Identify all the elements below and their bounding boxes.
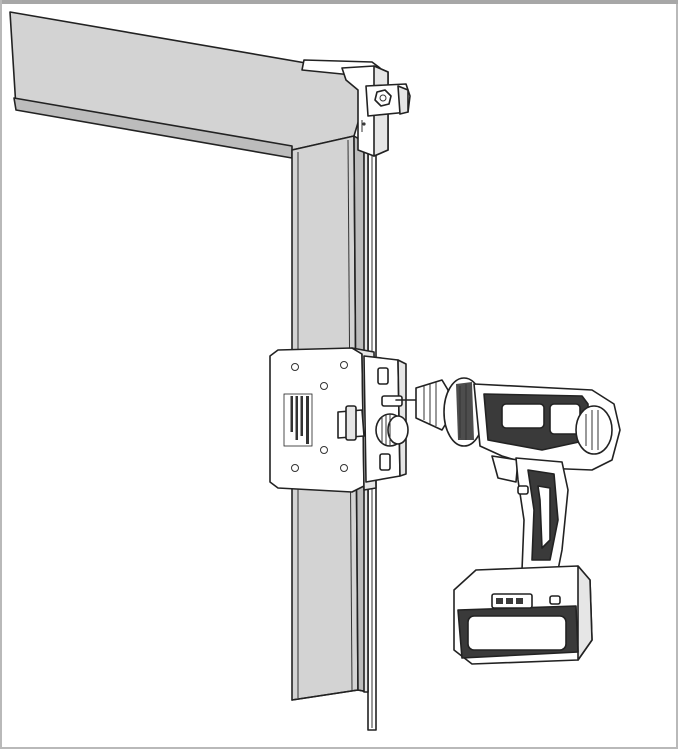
drill-trigger bbox=[491, 455, 519, 483]
drill-chuck bbox=[415, 379, 449, 431]
drill-jig-icon bbox=[269, 347, 409, 493]
hinge-bracket-icon bbox=[301, 59, 411, 157]
cordless-drill-icon bbox=[395, 377, 621, 571]
battery-pack-icon bbox=[453, 565, 593, 665]
jig-label-plate bbox=[283, 393, 313, 447]
top-border-rule bbox=[2, 0, 678, 4]
